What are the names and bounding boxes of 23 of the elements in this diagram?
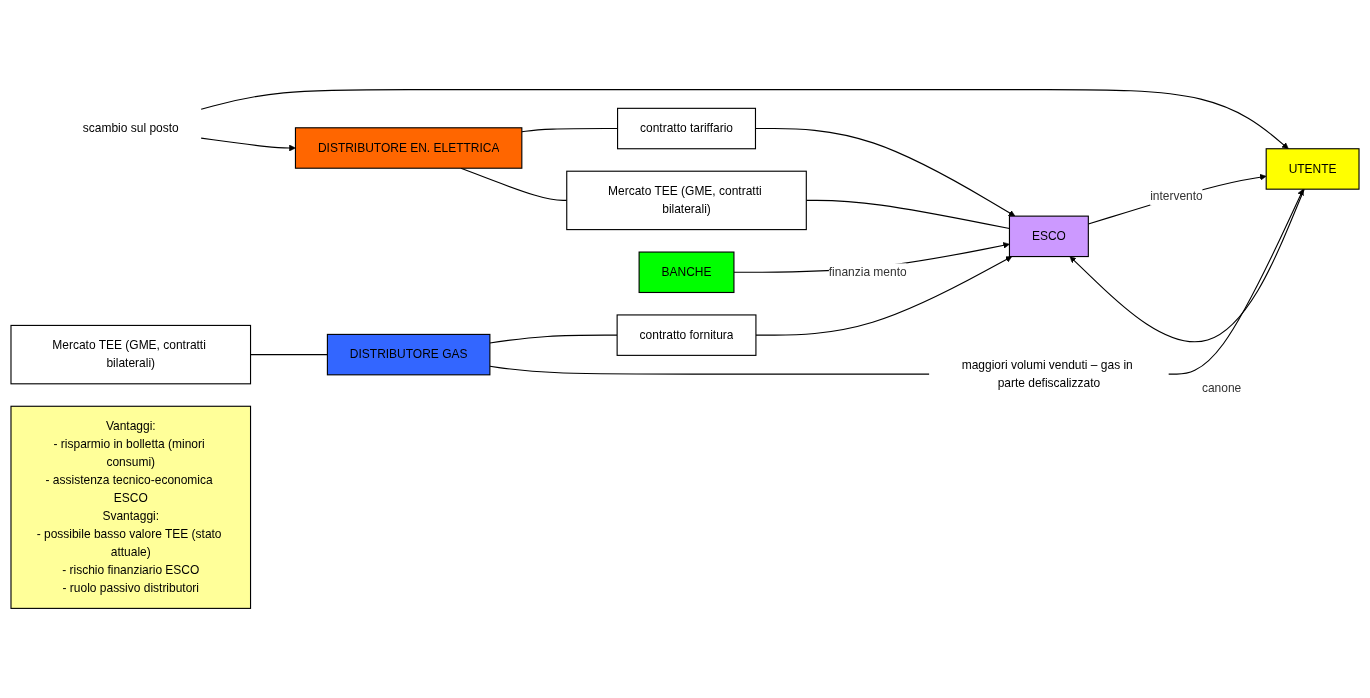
node-box: Mercato TEE (GME, contratti bilaterali) bbox=[566, 170, 807, 231]
node-text: maggiori volumi venduti – gas in parte defiscalizzato bbox=[961, 358, 1133, 390]
node-box: Mercato TEE (GME, contratti bilaterali) bbox=[10, 324, 252, 385]
edge-label: canone bbox=[1201, 381, 1242, 394]
connector bbox=[489, 334, 618, 344]
node-text: scambio sul posto bbox=[82, 121, 179, 135]
node-box: ESCO bbox=[1008, 215, 1089, 258]
node-box: Vantaggi: - risparmio in bolletta (minori consumi) - assistenza tecnico-economica ESCO Svantaggi: - possibile basso valore TEE (stato attuale) - rischio finanziario ESCO - ruolo passivo distributori bbox=[10, 405, 252, 609]
node-box: DISTRIBUTORE GAS bbox=[326, 333, 491, 376]
connector bbox=[489, 365, 930, 375]
node-box: UTENTE bbox=[1265, 148, 1360, 190]
arrow bbox=[200, 137, 296, 152]
edge-label: finanzia mento bbox=[828, 265, 907, 279]
connector bbox=[250, 354, 328, 356]
arrow bbox=[1069, 188, 1305, 343]
node-box: contratto tariffario bbox=[617, 107, 757, 150]
node-box: contratto fornitura bbox=[616, 314, 757, 356]
node-box: BANCHE bbox=[638, 251, 735, 294]
arrow bbox=[755, 256, 1013, 336]
edge-label: intervento bbox=[1150, 189, 1203, 203]
arrow bbox=[200, 89, 1289, 150]
arrow bbox=[1168, 188, 1304, 375]
node-box: DISTRIBUTORE EN. ELETTRICA bbox=[294, 127, 523, 169]
